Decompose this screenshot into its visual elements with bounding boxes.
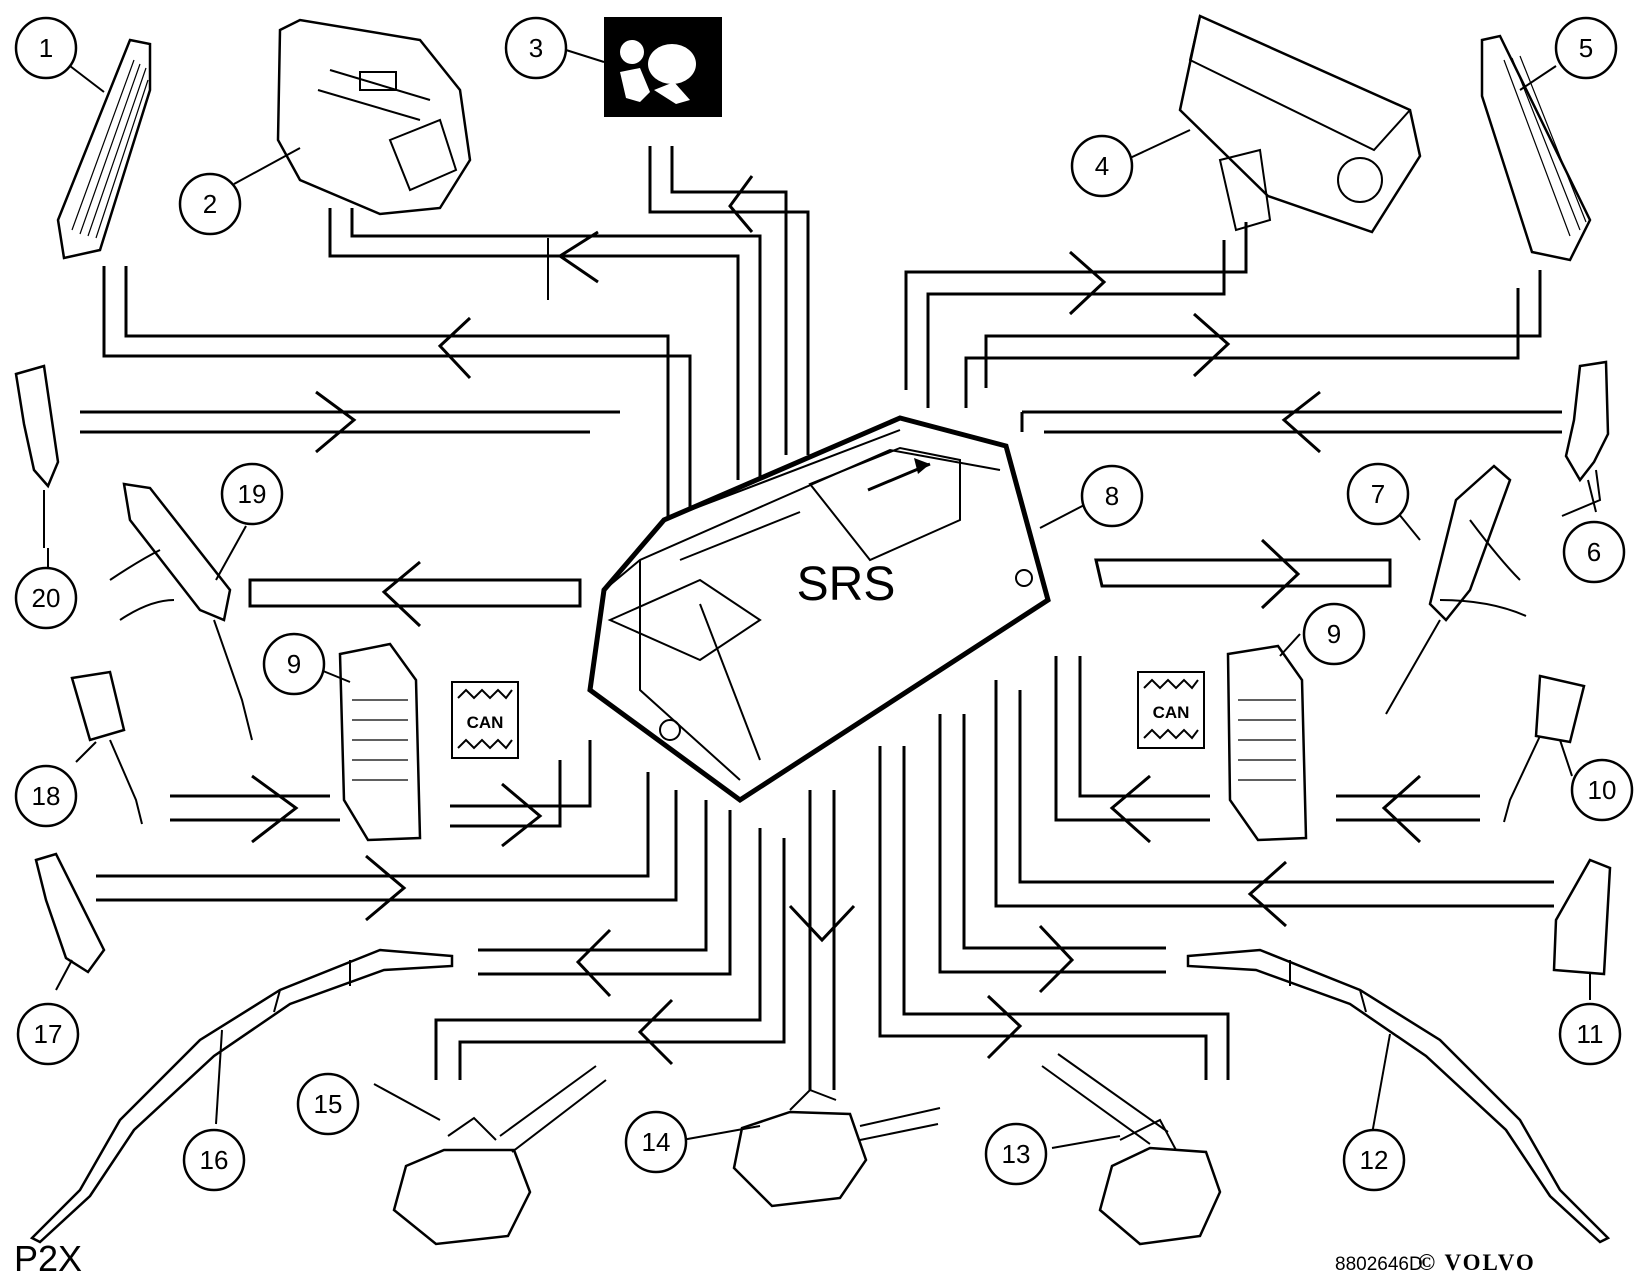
arrow-20 xyxy=(315,390,357,454)
svg-text:10: 10 xyxy=(1588,775,1617,805)
svg-text:15: 15 xyxy=(314,1089,343,1119)
svg-text:4: 4 xyxy=(1095,151,1109,181)
arrow-4 xyxy=(1068,250,1107,316)
callout-9-right: 9 xyxy=(1302,602,1366,666)
callout-5: 5 xyxy=(1554,16,1618,80)
callout-17: 17 xyxy=(16,1002,80,1066)
arrow-6 xyxy=(1281,390,1321,454)
svg-text:17: 17 xyxy=(34,1019,63,1049)
callout-10: 10 xyxy=(1570,758,1634,822)
page-label: P2X xyxy=(14,1238,83,1279)
brand-logo-text: © VOLVO xyxy=(1418,1250,1536,1275)
arrow-12 xyxy=(1038,924,1075,994)
callout-12: 12 xyxy=(1342,1128,1406,1192)
svg-text:7: 7 xyxy=(1371,479,1385,509)
side-sensor-right-lower xyxy=(1552,858,1612,976)
svg-text:1: 1 xyxy=(39,33,53,63)
arrow-14 xyxy=(788,904,856,943)
svg-text:9: 9 xyxy=(287,649,301,679)
control-unit-left xyxy=(338,642,422,842)
arrow-10 xyxy=(1381,774,1422,844)
arrow-16 xyxy=(575,928,612,998)
arrow-3 xyxy=(728,175,754,233)
seat-belt-buckle-left xyxy=(70,670,143,825)
inflatable-curtain-left xyxy=(29,948,454,1244)
arrow-17 xyxy=(365,854,407,922)
svg-text:12: 12 xyxy=(1360,1145,1389,1175)
callout-15: 15 xyxy=(296,1072,360,1136)
callout-19: 19 xyxy=(220,462,284,526)
document-code: 8802646D xyxy=(1335,1254,1423,1275)
svg-text:19: 19 xyxy=(238,479,267,509)
arrow-5 xyxy=(1192,312,1231,378)
can-bus-label-right: CAN xyxy=(1137,671,1205,749)
arrow-19 xyxy=(381,560,422,628)
svg-text:5: 5 xyxy=(1579,33,1593,63)
control-unit-right xyxy=(1226,644,1308,842)
svg-text:2: 2 xyxy=(203,189,217,219)
svg-text:20: 20 xyxy=(32,583,61,613)
arrow-11 xyxy=(1247,860,1287,928)
arrow-13 xyxy=(986,994,1023,1060)
callout-4: 4 xyxy=(1070,134,1134,198)
seat-pretensioner-14 xyxy=(732,1088,941,1208)
svg-text:14: 14 xyxy=(642,1127,671,1157)
seat-belt-buckle-right xyxy=(1503,674,1586,823)
callout-6: 6 xyxy=(1562,520,1626,584)
svg-text:3: 3 xyxy=(529,33,543,63)
callout-3: 3 xyxy=(504,16,568,80)
svg-text:9: 9 xyxy=(1327,619,1341,649)
connection-paths xyxy=(80,146,1562,1090)
side-sensor-left-lower xyxy=(34,852,106,974)
can-bus-label-left: CAN xyxy=(451,681,519,759)
svg-text:16: 16 xyxy=(200,1145,229,1175)
callouts: 1 2 3 4 5 6 7 8 9 9 10 11 12 13 14 15 16… xyxy=(14,16,1634,1192)
airbag-warning-lamp-icon xyxy=(604,17,722,117)
srs-label: SRS xyxy=(797,558,896,611)
arrow-2 xyxy=(557,230,599,284)
seat-pretensioner-15 xyxy=(392,1065,607,1246)
callout-11: 11 xyxy=(1558,1002,1622,1066)
callout-9-left: 9 xyxy=(262,632,326,696)
can-text-left: CAN xyxy=(467,713,504,732)
svg-text:6: 6 xyxy=(1587,537,1601,567)
svg-text:18: 18 xyxy=(32,781,61,811)
seat-pretensioner-13 xyxy=(1041,1053,1222,1246)
callout-13: 13 xyxy=(984,1122,1048,1186)
arrow-can-right xyxy=(1109,774,1152,844)
callout-14: 14 xyxy=(624,1110,688,1174)
svg-text:8: 8 xyxy=(1105,481,1119,511)
srs-control-module: SRS xyxy=(587,415,1051,804)
belt-pretensioner-right xyxy=(1385,464,1527,715)
arrow-1 xyxy=(437,316,472,380)
arrow-18 xyxy=(251,774,299,844)
passenger-airbag-module xyxy=(1178,14,1422,234)
side-sensor-left-upper xyxy=(14,364,60,548)
side-sensor-right-upper xyxy=(1564,360,1610,513)
belt-pretensioner-left xyxy=(109,482,253,741)
arrow-can-left xyxy=(501,782,543,848)
callout-20: 20 xyxy=(14,566,78,630)
inflatable-curtain-right xyxy=(1186,948,1611,1244)
callout-7: 7 xyxy=(1346,462,1410,526)
driver-airbag-module xyxy=(276,18,472,216)
arrow-7 xyxy=(1260,538,1301,610)
svg-text:13: 13 xyxy=(1002,1139,1031,1169)
callout-8: 8 xyxy=(1080,464,1144,528)
svg-text:11: 11 xyxy=(1577,1019,1604,1049)
arrow-15 xyxy=(637,998,674,1066)
callout-1: 1 xyxy=(14,16,78,80)
callout-16: 16 xyxy=(182,1128,246,1192)
callout-18: 18 xyxy=(14,764,78,828)
callout-2: 2 xyxy=(178,172,242,236)
side-airbag-left-upper xyxy=(56,38,152,260)
can-text-right: CAN xyxy=(1153,703,1190,722)
